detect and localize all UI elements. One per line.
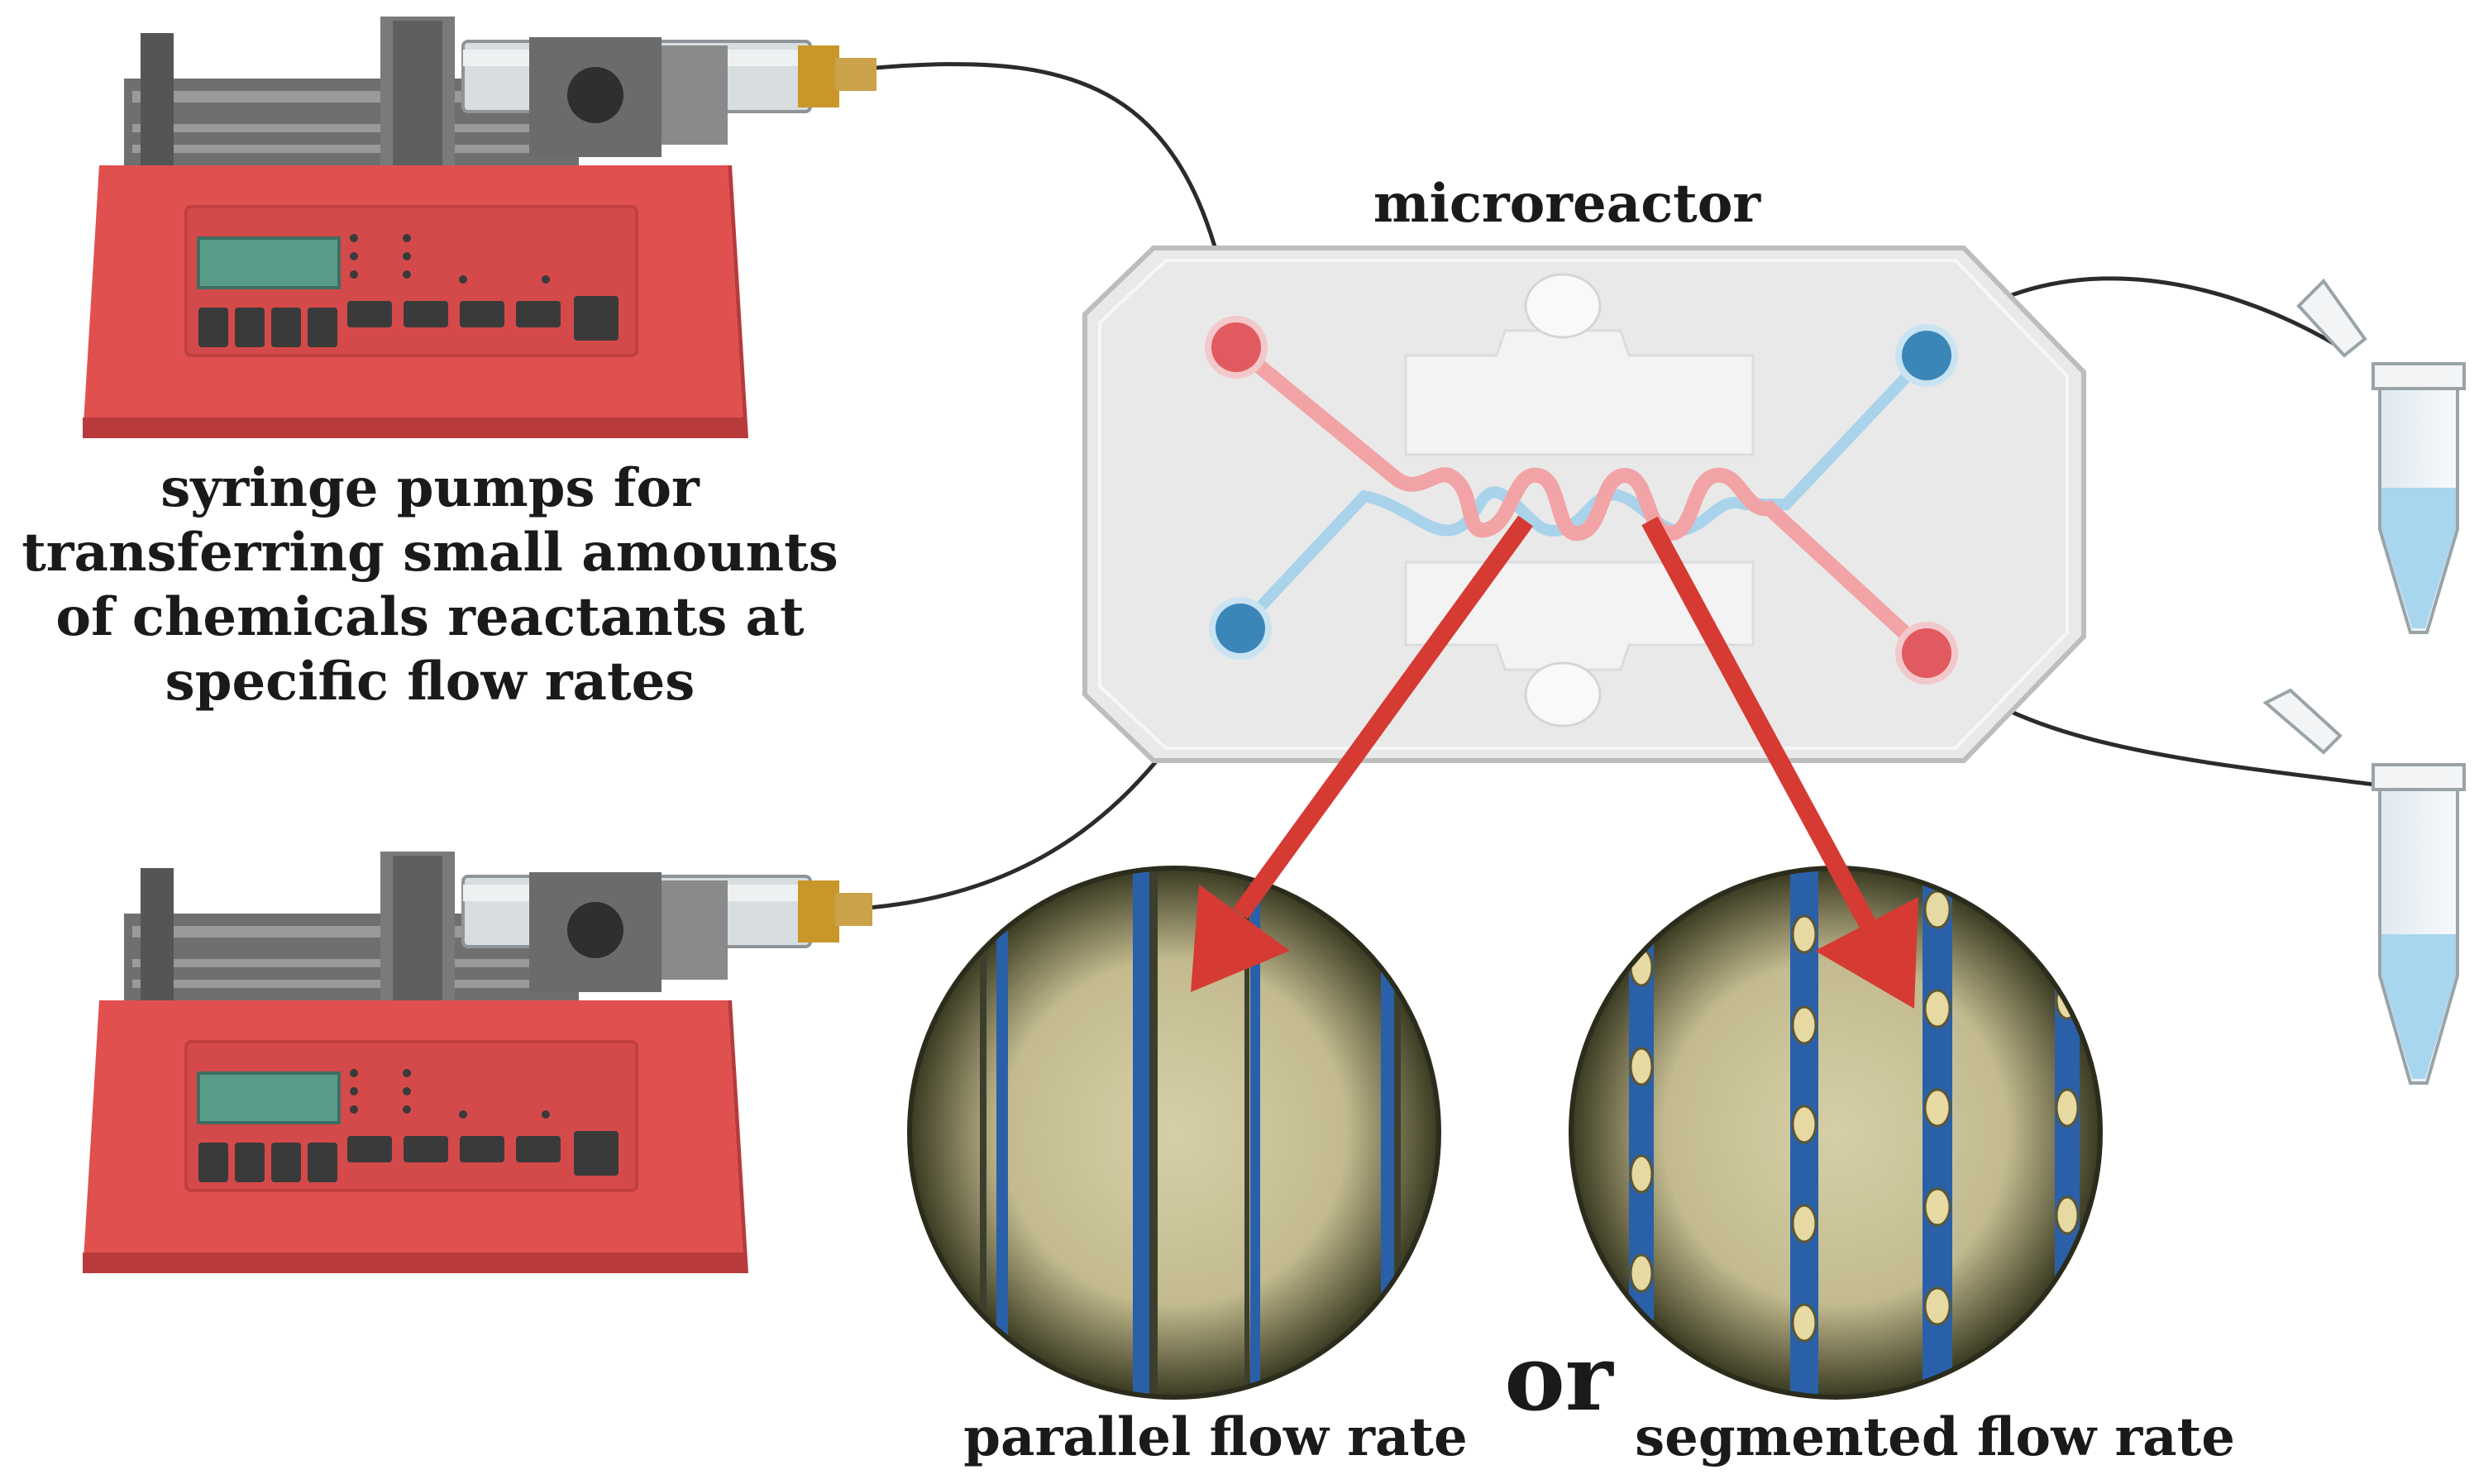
eppendorf-tube-bottom [2262, 688, 2466, 1085]
micrograph-icon [907, 866, 1441, 1400]
outlet-port-red [1895, 622, 1958, 685]
pump-caption: syringe pumps for transferring small amo… [21, 457, 838, 713]
inlet-port-red [1205, 316, 1268, 379]
eppendorf-tube-icon [2262, 688, 2466, 1085]
arrow-to-segmented [1641, 516, 1918, 1009]
or-label: or [1504, 1324, 1614, 1431]
pump-caption-line: transferring small amounts [21, 522, 838, 584]
inlet-port-blue [1209, 597, 1272, 660]
microreactor-chip-icon [1082, 246, 2086, 763]
syringe-pump-bottom [83, 852, 872, 1273]
syringe-pump-icon [83, 17, 876, 438]
arrow-to-parallel [1191, 515, 1533, 992]
micrograph-icon [1569, 866, 2103, 1400]
micrograph-parallel [907, 866, 1441, 1400]
parallel-flow-label: parallel flow rate [963, 1406, 1467, 1468]
arrow-icon [1191, 515, 1533, 992]
syringe-pump-top [83, 17, 876, 438]
eppendorf-tube-top [2296, 278, 2466, 634]
eppendorf-tube-icon [2296, 278, 2466, 634]
pump-caption-line: of chemicals reactants at [55, 586, 805, 648]
arrow-icon [1641, 516, 1918, 1009]
pump-caption-line: syringe pumps for [160, 457, 700, 519]
pump-caption-line: specific flow rates [165, 651, 695, 713]
outlet-port-blue [1895, 324, 1958, 387]
micrograph-segmented [1569, 866, 2103, 1400]
segmented-flow-label: segmented flow rate [1635, 1406, 2235, 1468]
syringe-pump-icon [83, 852, 872, 1273]
microreactor-label: microreactor [1373, 173, 1762, 235]
